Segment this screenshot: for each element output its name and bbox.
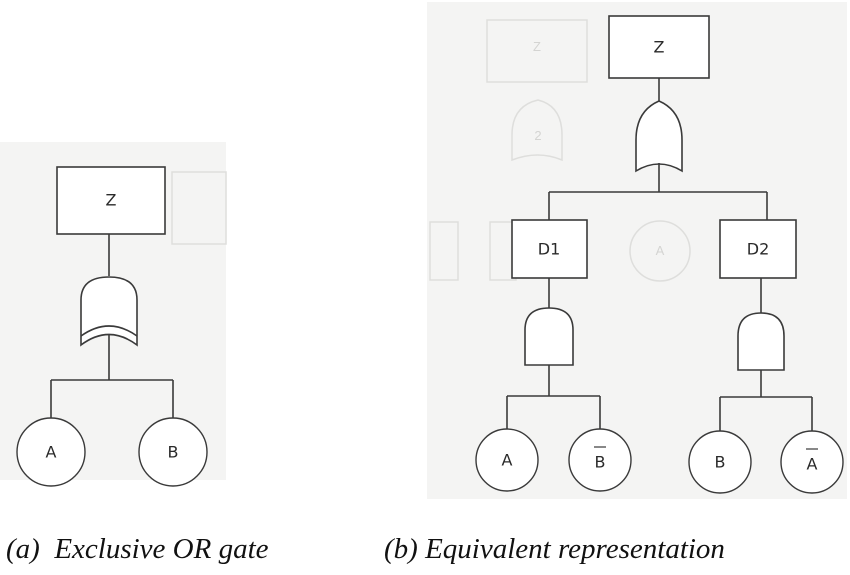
basic-event-a bbox=[475, 428, 539, 492]
basic-event-b bbox=[688, 430, 752, 494]
ghost-circle bbox=[629, 220, 691, 282]
basic-event-a-label: A bbox=[46, 443, 57, 462]
basic-event-b-label: B bbox=[715, 453, 726, 472]
basic-event-b-label: B bbox=[168, 443, 179, 462]
and-gate-d1 bbox=[524, 307, 574, 366]
panel-b-equivalent: Z 2 A Z D1 A B D2 bbox=[427, 2, 847, 499]
ghost-gate bbox=[511, 99, 563, 162]
basic-event-not-b bbox=[568, 428, 632, 492]
intermediate-event-d2-label: D2 bbox=[747, 240, 770, 259]
and-gate-d2 bbox=[737, 312, 785, 371]
basic-event-not-b-label: B bbox=[595, 453, 606, 472]
top-event-label: Z bbox=[654, 38, 665, 57]
basic-event-a bbox=[16, 417, 86, 487]
bleed-through-ghost: Z 2 A bbox=[429, 19, 691, 282]
intermediate-event-d1-label: D1 bbox=[538, 240, 561, 259]
top-event-box bbox=[56, 166, 166, 235]
or-gate-symbol bbox=[635, 100, 683, 173]
basic-event-a-label: A bbox=[502, 451, 513, 470]
basic-event-not-a-label: A bbox=[807, 455, 818, 474]
caption-a: (a) Exclusive OR gate bbox=[6, 533, 269, 565]
ghost-label: Z bbox=[533, 39, 541, 54]
intermediate-event-d2 bbox=[719, 219, 797, 279]
panel-a-exclusive-or: Z A B bbox=[0, 142, 227, 487]
xor-gate-inner-arc bbox=[80, 325, 138, 337]
ghost-box bbox=[486, 19, 588, 83]
basic-event-not-a bbox=[780, 430, 844, 494]
ghost-label: A bbox=[656, 243, 665, 258]
basic-event-b bbox=[138, 417, 208, 487]
top-event-label: Z bbox=[106, 191, 117, 210]
intermediate-event-d1 bbox=[511, 219, 588, 279]
ghost-box bbox=[429, 221, 459, 281]
panel-a-ghost-box bbox=[171, 171, 227, 245]
caption-b: (b) Equivalent representation bbox=[384, 533, 725, 565]
ghost-label: 2 bbox=[534, 128, 541, 143]
